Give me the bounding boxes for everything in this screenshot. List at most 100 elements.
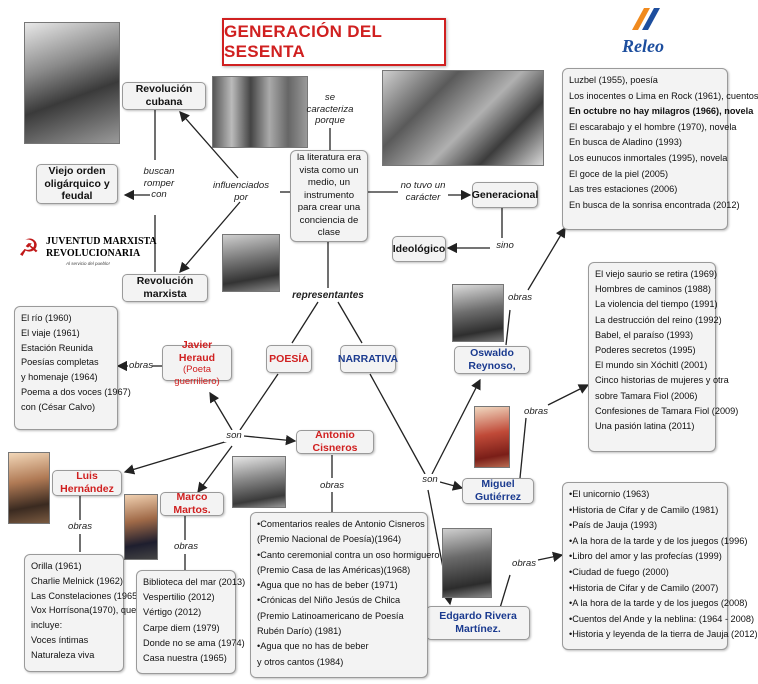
work-item: Voces íntimas bbox=[31, 634, 89, 645]
works-list-gutierrez: El viejo saurio se retira (1969) Hombres … bbox=[588, 262, 739, 452]
works-list-hernandez: Orilla (1961) Charlie Melnick (1962) Las C… bbox=[24, 554, 141, 672]
work-item: •Historia de Cifar y de Camilo (1981) bbox=[569, 504, 719, 515]
connector-lines bbox=[79, 110, 590, 609]
logo-line2: REVOLUCIONARIA bbox=[46, 248, 141, 259]
center-concept-box: la literatura era vista como un medio, u… bbox=[290, 150, 368, 242]
work-item: Carpe diem (1979) bbox=[143, 622, 220, 633]
martos-photo bbox=[124, 494, 158, 560]
book-icon bbox=[632, 8, 660, 30]
node-viejo-orden: Viejo orden oligárquico y feudal bbox=[36, 164, 118, 204]
work-item: y otros cantos (1984) bbox=[257, 656, 344, 667]
writers-photo bbox=[212, 76, 308, 148]
work-item: Rubén Darío) (1981) bbox=[257, 626, 342, 637]
work-item: Orilla (1961) bbox=[31, 561, 82, 571]
work-item: sobre Tamara Fiol (2006) bbox=[595, 390, 698, 401]
work-item: Las tres estaciones (2006) bbox=[569, 184, 678, 195]
che-fidel-photo bbox=[24, 22, 120, 144]
work-item: (Premio Latinoamericano de Poesía bbox=[257, 610, 404, 621]
heraud-name: Javier Heraud bbox=[178, 339, 216, 364]
node-oswaldo-reynoso: Oswaldo Reynoso, bbox=[454, 346, 530, 374]
work-item: En busca de Aladino (1993) bbox=[569, 137, 682, 148]
work-item: Luzbel (1955), poesía bbox=[569, 75, 658, 85]
work-item: •Historia y leyenda de la tierra de Jauj… bbox=[569, 629, 758, 640]
works-list-heraud: El río (1960) El viaje (1961) Estación Reu… bbox=[14, 306, 131, 430]
work-item: Poesías completas bbox=[21, 357, 99, 368]
work-item: •Historia de Cifar y de Camilo (2007) bbox=[569, 582, 719, 593]
work-item: El goce de la piel (2005) bbox=[569, 168, 669, 179]
node-luis-hernandez: Luis Hernández bbox=[52, 470, 122, 496]
work-item: En busca de la sonrisa encontrada (2012) bbox=[569, 199, 740, 210]
work-item: Las Constelaciones (1965) bbox=[31, 590, 141, 601]
work-item: La destrucción del reino (1992) bbox=[595, 314, 722, 325]
node-revolucion-cubana: Revolución cubana bbox=[122, 82, 206, 110]
work-item: La violencia del tiempo (1991) bbox=[595, 299, 718, 310]
work-item: Poderes secretos (1995) bbox=[595, 345, 696, 356]
releo-brand-text: Releo bbox=[622, 36, 664, 56]
node-antonio-cisneros: Antonio Cisneros bbox=[296, 429, 374, 454]
work-item: El viaje (1961) bbox=[21, 327, 80, 338]
work-item: Confesiones de Tamara Fiol (2009) bbox=[595, 405, 739, 416]
page-title: GENERACIÓN DEL SESENTA bbox=[224, 22, 382, 61]
work-item: El mundo sin Xóchitl (2001) bbox=[595, 360, 708, 371]
work-item: con (César Calvo) bbox=[21, 401, 96, 412]
label-obras-hernandez: obras bbox=[68, 521, 92, 532]
work-item: El viejo saurio se retira (1969) bbox=[595, 269, 718, 279]
work-item: El río (1960) bbox=[21, 313, 72, 323]
work-item: y homenaje (1964) bbox=[21, 372, 98, 383]
node-javier-heraud: Javier Heraud (Poeta guerrillero) bbox=[162, 339, 232, 387]
work-item: •El unicornio (1963) bbox=[569, 489, 650, 499]
label-obras-rivera: obras bbox=[512, 558, 536, 569]
work-item: •Agua que no has de beber (1971) bbox=[257, 580, 398, 591]
work-item: •Libro del amor y las profecías (1999) bbox=[569, 551, 722, 562]
work-item: Charlie Melnick (1962) bbox=[31, 575, 123, 586]
works-list-martos: Biblioteca del mar (2013) Vespertilio (20… bbox=[136, 570, 246, 674]
node-miguel-gutierrez: Miguel Gutiérrez bbox=[462, 478, 534, 504]
label-sino: sino bbox=[494, 240, 516, 252]
work-item: •Agua que no has de beber bbox=[257, 641, 369, 652]
work-item: Casa nuestra (1965) bbox=[143, 653, 227, 664]
work-item: Donde no se ama (1974) bbox=[143, 637, 245, 648]
work-item: •A la hora de la tarde y de los juegos (… bbox=[569, 598, 748, 609]
work-item: El escarabajo y el hombre (1970), novela bbox=[569, 121, 737, 132]
work-item: Una pasión latina (2011) bbox=[595, 421, 695, 432]
label-se-caracteriza: se caracteriza porque bbox=[306, 92, 354, 126]
work-item: Poema a dos voces (1967) bbox=[21, 386, 131, 397]
label-obras-heraud: obras bbox=[129, 360, 153, 371]
work-item: Los eunucos inmortales (1995), novela bbox=[569, 152, 728, 163]
heraud-subtitle: (Poeta guerrillero) bbox=[174, 364, 220, 387]
work-item: (Premio Casa de las Américas)(1968) bbox=[257, 564, 411, 575]
work-item: Vox Horrísona(1970), que bbox=[31, 605, 137, 616]
work-item: Cinco historias de mujeres y otra bbox=[595, 375, 729, 386]
cisneros-photo bbox=[232, 456, 286, 508]
hammer-sickle-icon: ☭ bbox=[18, 235, 40, 262]
node-revolucion-marxista: Revolución marxista bbox=[122, 274, 208, 302]
label-no-tuvo: no tuvo un carácter bbox=[400, 180, 446, 203]
node-ideologico: Ideológico bbox=[392, 236, 446, 262]
label-son-poesia: son bbox=[224, 430, 244, 442]
label-obras-gutierrez: obras bbox=[524, 406, 548, 417]
node-narrativa: NARRATIVA bbox=[338, 345, 398, 373]
logo-line1: JUVENTUD MARXISTA bbox=[46, 236, 157, 247]
rivera-photo bbox=[442, 528, 492, 598]
work-item: •A la hora de la tarde y de los juegos (… bbox=[569, 535, 748, 546]
work-item: Estación Reunida bbox=[21, 342, 94, 353]
label-obras-reynoso: obras bbox=[508, 292, 532, 303]
work-item: •Ciudad de fuego (2000) bbox=[569, 566, 669, 577]
label-influenciados: influenciados por bbox=[212, 180, 269, 203]
reynoso-photo bbox=[452, 284, 504, 342]
work-item: Hombres de caminos (1988) bbox=[595, 284, 711, 295]
works-list-cisneros: •Comentarios reales de Antonio Cisneros … bbox=[250, 512, 440, 678]
work-item: •Canto ceremonial contra un oso hormigue… bbox=[257, 549, 440, 560]
title-box: GENERACIÓN DEL SESENTA bbox=[222, 18, 446, 66]
work-item: Biblioteca del mar (2013) bbox=[143, 577, 246, 587]
node-poesia: POESÍA bbox=[266, 345, 312, 373]
work-item: Vespertilio (2012) bbox=[143, 592, 215, 603]
label-obras-martos: obras bbox=[174, 541, 198, 552]
label-son-narrativa: son bbox=[420, 474, 440, 486]
collage-photo bbox=[382, 70, 544, 166]
work-item: •Comentarios reales de Antonio Cisneros bbox=[257, 519, 425, 529]
label-buscan-romper: buscan romper con bbox=[143, 166, 175, 200]
label-representantes: representantes bbox=[292, 290, 364, 301]
label-obras-cisneros: obras bbox=[320, 480, 344, 491]
